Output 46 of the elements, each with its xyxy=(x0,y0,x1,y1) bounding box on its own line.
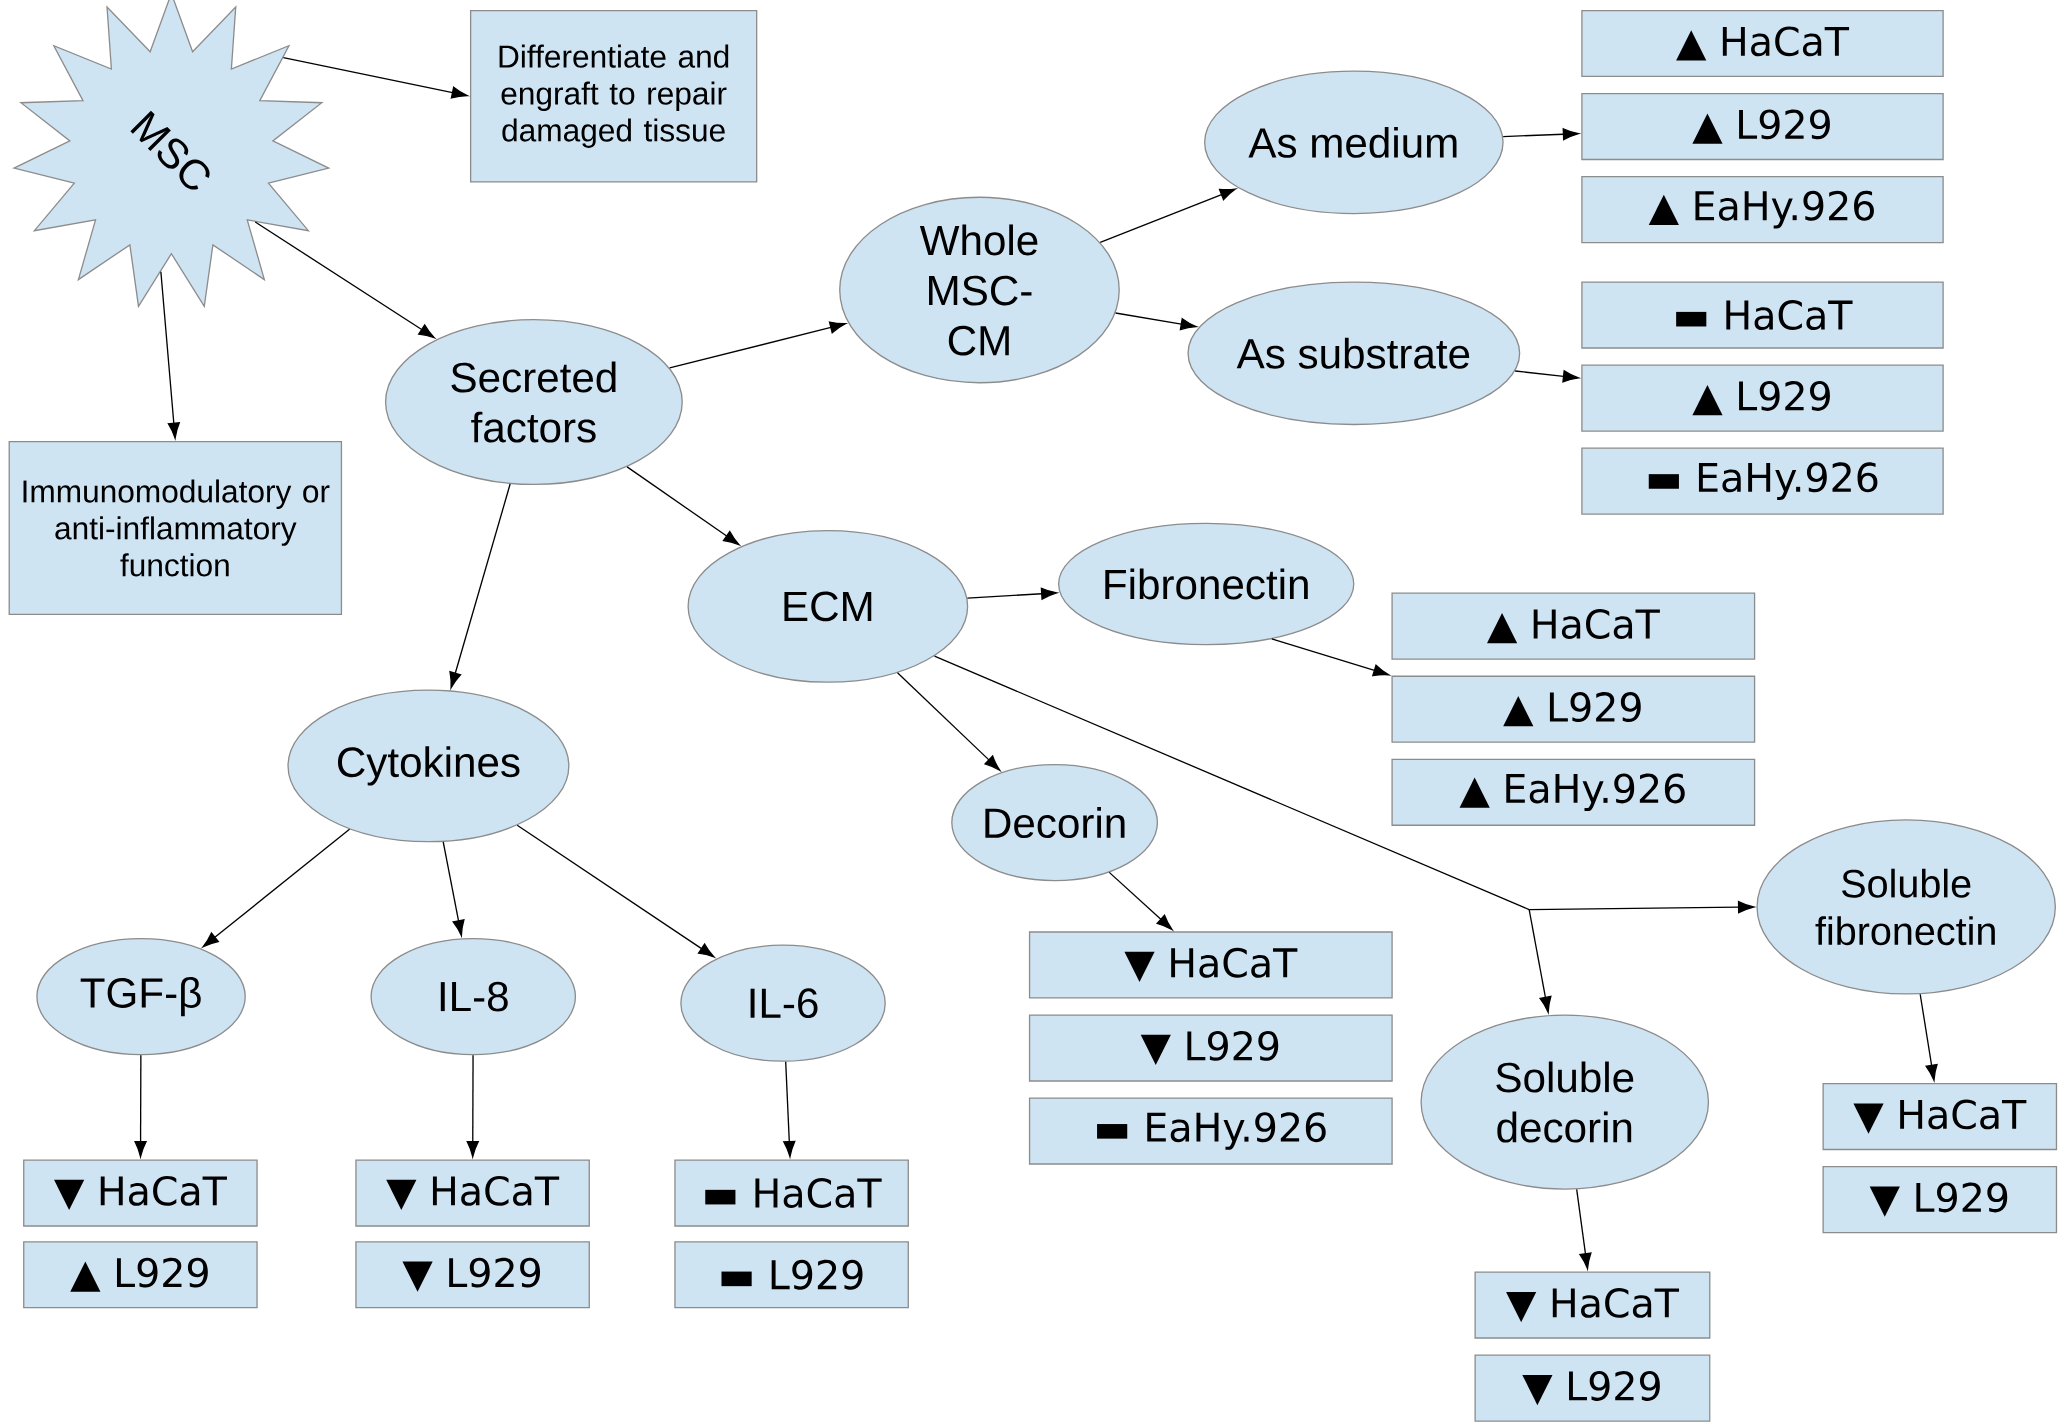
result-box: ▼ HaCaT xyxy=(1474,1271,1711,1339)
result-box: ▲ L929 xyxy=(23,1240,258,1309)
result-box: ▼ HaCaT xyxy=(1028,931,1393,999)
result-box: ▬ L929 xyxy=(674,1240,909,1309)
result-box: ▼ L929 xyxy=(1822,1165,2058,1234)
arrow xyxy=(783,1061,796,1158)
result-box: ▲ HaCaT xyxy=(1581,9,1944,77)
result-box: Immunomodulatory or anti-inflammatory function xyxy=(8,440,343,615)
result-box: ▬ HaCaT xyxy=(1581,281,1944,349)
arrow xyxy=(896,671,1001,771)
arrow xyxy=(282,56,468,99)
arrow xyxy=(160,270,180,439)
arrow xyxy=(442,841,465,936)
result-box: ▼ HaCaT xyxy=(1822,1082,2058,1150)
arrow xyxy=(449,483,511,689)
result-box: ▼ L929 xyxy=(1474,1354,1711,1422)
result-box: ▬ EaHy.926 xyxy=(1028,1097,1393,1165)
arrow xyxy=(1114,312,1197,330)
arrow xyxy=(669,321,847,369)
arrow xyxy=(134,1054,147,1158)
result-box: ▼ L929 xyxy=(1028,1014,1393,1082)
result-box: ▼ HaCaT xyxy=(355,1159,590,1227)
arrow xyxy=(1099,188,1237,243)
result-box: ▲ EaHy.926 xyxy=(1391,758,1756,826)
result-box: ▼ HaCaT xyxy=(23,1159,258,1227)
arrow xyxy=(1514,370,1580,383)
arrow xyxy=(516,824,715,958)
branching-arrow xyxy=(933,655,1755,1013)
result-box: ▲ HaCaT xyxy=(1391,592,1756,660)
arrow xyxy=(1919,993,1938,1081)
result-box: ▬ EaHy.926 xyxy=(1581,447,1944,515)
arrow xyxy=(966,587,1058,600)
result-box: ▼ L929 xyxy=(355,1240,590,1309)
arrow xyxy=(1271,638,1390,677)
arrow xyxy=(626,466,740,546)
result-box: ▲ L929 xyxy=(1581,364,1944,432)
arrow xyxy=(1502,127,1580,141)
result-box: ▬ HaCaT xyxy=(674,1159,909,1227)
arrow xyxy=(202,828,351,948)
result-box: ▲ L929 xyxy=(1391,675,1756,743)
arrow xyxy=(1108,871,1173,930)
arrow xyxy=(466,1054,479,1158)
result-box: Differentiate and engraft to repair damaged tissue xyxy=(469,9,758,183)
arrow xyxy=(1576,1188,1592,1270)
result-box: ▲ L929 xyxy=(1581,92,1944,160)
result-box: ▲ EaHy.926 xyxy=(1581,175,1944,244)
